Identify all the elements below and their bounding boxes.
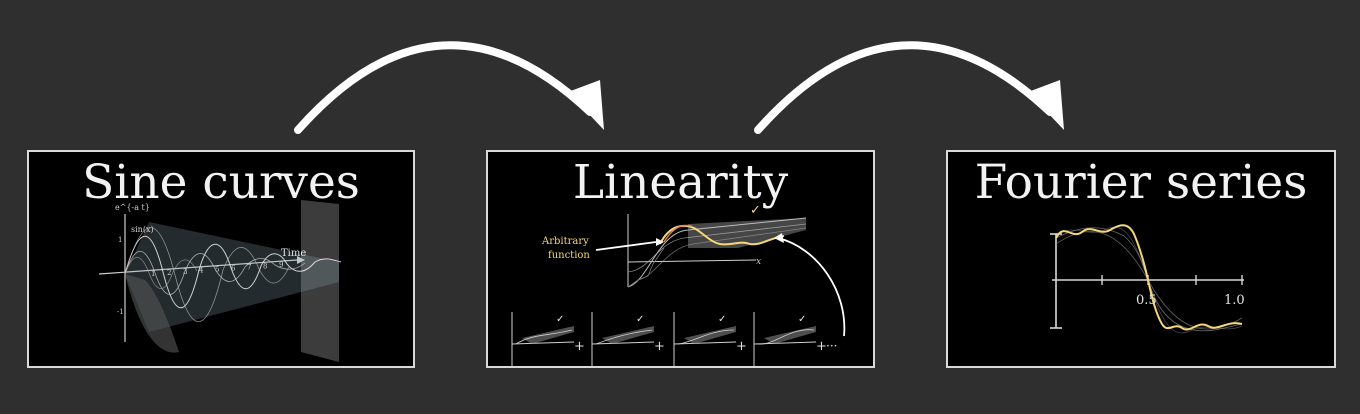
mini-check-mark: ✓ <box>556 314 564 325</box>
time-tick-label: 8 <box>263 262 267 270</box>
axis-top-label: e^{-a t} <box>115 203 150 212</box>
mini-plot <box>753 312 817 366</box>
linearity-illustration: Arbitrary function x ✓ ✓+✓+✓+✓+··· <box>511 203 846 366</box>
time-tick-label: 7 <box>247 263 251 271</box>
plus-sign: + <box>654 339 665 354</box>
curved-arrow-icon <box>294 41 604 134</box>
annotation-line-1: Arbitrary <box>541 236 589 247</box>
fourier-series-panel: 0.5 1.0 Fourier series <box>946 150 1336 368</box>
plus-sign: + <box>736 339 747 354</box>
curved-arrow-icon <box>754 41 1064 134</box>
y-neg-label: -1 <box>117 308 124 316</box>
time-tick-label: 4 <box>199 267 204 275</box>
time-tick-label: 3 <box>183 268 187 276</box>
panel-title-sine-curves: Sine curves <box>82 155 360 210</box>
mini-check-mark: ✓ <box>718 314 726 325</box>
sine-curves-panel: e^{-a t} sin(x) Time -1 1 1 2 3 4 5 6 7 8 9 Sine… <box>27 150 415 368</box>
sine-curves-illustration: e^{-a t} sin(x) Time -1 1 1 2 3 4 5 6 7 8 9 <box>98 200 342 362</box>
annotation-line-2: function <box>548 250 590 261</box>
mini-check-mark: ✓ <box>636 314 644 325</box>
fourier-series-illustration: 0.5 1.0 <box>1050 224 1245 334</box>
mini-plot-row: ✓+✓+✓+✓+··· <box>511 312 837 366</box>
sin-label: sin(x) <box>131 225 154 234</box>
mini-plot <box>591 312 655 366</box>
time-tick-label: 1 <box>151 270 155 278</box>
time-label: Time <box>281 248 306 259</box>
linearity-panel: Arbitrary function x ✓ ✓+✓+✓+✓+··· Linea… <box>486 150 875 368</box>
plus-sign: + <box>574 339 585 354</box>
time-tick-label: 6 <box>231 265 236 273</box>
y-pos-label: 1 <box>118 236 122 244</box>
panel-title-fourier-series: Fourier series <box>974 155 1308 210</box>
time-tick-label: 9 <box>279 261 283 269</box>
ellipsis: ··· <box>826 339 837 353</box>
time-tick-label: 5 <box>215 266 219 274</box>
time-tick-label: 2 <box>167 269 171 277</box>
x-axis-label: x <box>756 257 761 267</box>
tick-label-half: 0.5 <box>1136 293 1157 308</box>
mini-check-mark: ✓ <box>798 314 806 325</box>
tick-label-one: 1.0 <box>1224 293 1245 308</box>
mini-plot <box>511 312 575 366</box>
plus-sign: + <box>816 339 827 354</box>
panel-title-linearity: Linearity <box>572 155 789 210</box>
check-mark: ✓ <box>750 203 761 218</box>
time-tick-labels: 1 2 3 4 5 6 7 8 9 <box>151 261 283 278</box>
mini-plot <box>673 312 737 366</box>
